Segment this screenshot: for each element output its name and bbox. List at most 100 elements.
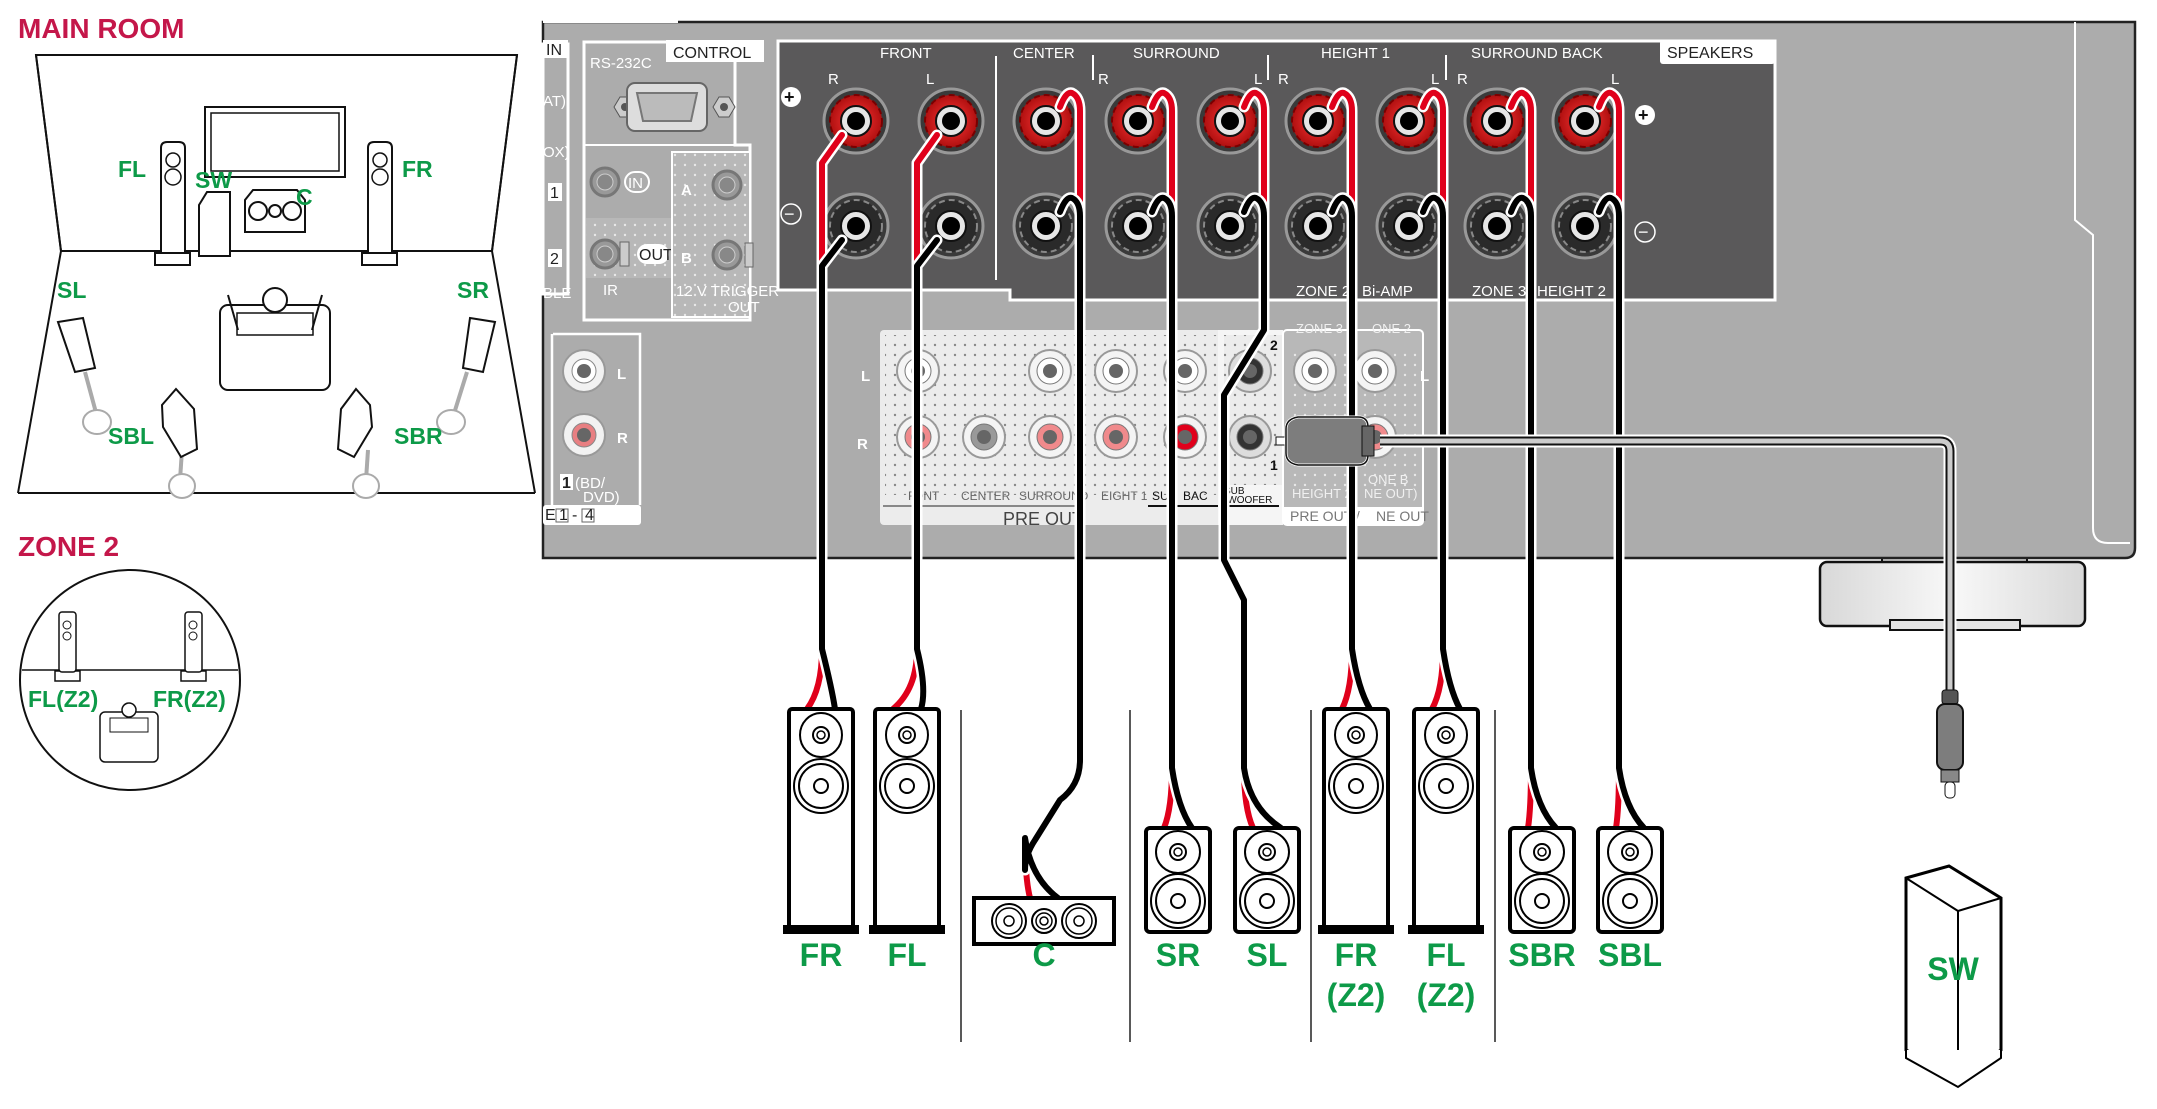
subwoofer-num-2: 2	[1270, 337, 1278, 353]
pre-out-title: PRE OUT	[1003, 509, 1083, 529]
speaker-label-sl: SL	[1247, 937, 1288, 973]
zone2-title: ZONE 2	[18, 531, 119, 562]
zone2-label-fl: FL(Z2)	[28, 686, 98, 712]
room-speaker-c-icon	[244, 189, 306, 233]
zone2-l-jack[interactable]	[1353, 349, 1397, 393]
minus-icon	[780, 203, 802, 225]
speaker-label-sbr: SBR	[1508, 937, 1576, 973]
audio-in-range-b: 4	[585, 507, 594, 524]
room-speaker-sbl-icon	[160, 387, 199, 499]
speaker-sbl-icon	[1596, 826, 1664, 934]
group-label-center: CENTER	[1013, 45, 1075, 62]
subwoofer-cable	[1275, 415, 1957, 690]
terminal-front-l-minus[interactable]	[917, 192, 985, 260]
pre-out-height1-r-jack[interactable]	[1094, 415, 1138, 459]
room-left-wall	[17, 54, 63, 494]
zone2-listener-icon	[99, 702, 159, 763]
audio-in-range-a: 1	[559, 507, 568, 524]
audio-in-frag-e: E	[545, 507, 556, 524]
room-label-sw: SW	[195, 167, 232, 193]
speaker-frz2-icon	[1318, 707, 1394, 934]
room-label-sl: SL	[57, 277, 86, 303]
plus-icon	[1635, 105, 1655, 125]
wire-positive	[1420, 89, 1446, 712]
pre-out-height1-l-jack[interactable]	[1094, 349, 1138, 393]
subwoofer-1-jack[interactable]	[1228, 415, 1272, 459]
speaker-wires	[801, 87, 1650, 904]
main-room-diagram: MAIN ROOM	[17, 13, 536, 499]
room-label-sr: SR	[457, 277, 489, 303]
speaker-label-flz2: FL	[1426, 937, 1465, 973]
zone3-height2-l-jack[interactable]	[1293, 349, 1337, 393]
wire-negative	[1596, 194, 1647, 831]
audio-in-bd-1: (BD/	[575, 475, 606, 492]
room-right-wall	[490, 54, 536, 494]
input-frag-box: OX)	[543, 144, 570, 161]
speaker-sbr-icon	[1508, 826, 1576, 934]
room-speaker-sr-icon	[436, 316, 497, 435]
speaker-label-sbl: SBL	[1598, 937, 1662, 973]
subwoofer-label-1: SUB	[1224, 486, 1245, 497]
wire-negative	[1508, 194, 1559, 831]
speakers-header: SPEAKERS	[1667, 45, 1753, 62]
room-speaker-sbr-icon	[336, 387, 380, 499]
wire-positive	[1221, 89, 1267, 831]
zoneb-label-1: ONE B	[1368, 472, 1408, 487]
room-label-fr: FR	[402, 156, 433, 182]
room-label-sbl: SBL	[108, 423, 154, 449]
room-label-sbr: SBR	[394, 423, 443, 449]
wire-positive	[1508, 89, 1534, 831]
ir-label: IR	[603, 282, 618, 299]
pre-out-label-height1: EIGHT 1	[1101, 489, 1148, 503]
wire-negative	[914, 237, 940, 712]
channel-label-height1-r: R	[1278, 71, 1289, 88]
zone2-label-fr: FR(Z2)	[153, 686, 226, 712]
pre-line-out-label-1: PRE OUT /	[1290, 508, 1360, 524]
speaker-c-icon	[972, 896, 1116, 946]
subwoofer-label-2: -WOOFER	[1224, 495, 1272, 506]
pre-out-label-bac: BAC	[1183, 489, 1208, 503]
wire-positive	[1596, 89, 1622, 831]
pre-out-center-jack[interactable]	[962, 415, 1006, 459]
subwoofer-num-1: 1	[1270, 457, 1278, 473]
ir-in-label: IN	[628, 175, 643, 192]
trigger-label-1: 12 V TRIGGER	[676, 283, 779, 300]
ir-out-label: OUT	[639, 247, 673, 264]
input-num-1: 1	[550, 185, 559, 202]
audio-in-section: L R 1 (BD/ DVD) E 1 - 4	[543, 332, 642, 525]
speaker-fl-icon	[869, 707, 945, 934]
trigger-b-label: B	[681, 250, 692, 267]
speaker-label-frz2: FR	[1335, 937, 1378, 973]
listener-sofa-icon	[219, 287, 331, 391]
group-label-surround-back: SURROUND BACK	[1471, 45, 1603, 62]
input-frag-ble: BLE	[543, 285, 571, 302]
wire-negative	[819, 237, 845, 712]
svg-text:−: −	[1638, 222, 1649, 242]
wire-positive	[1329, 89, 1355, 712]
zone3-label: ZONE 3	[1296, 321, 1343, 336]
wire-negative	[1329, 194, 1373, 712]
receiver-rear-panel: IN AT) OX) 1 2 BLE CONTROL RS-232C	[541, 15, 2137, 904]
speaker-sl-icon	[1233, 826, 1301, 934]
subwoofer-rca-plug	[1936, 689, 1964, 799]
speaker-label-fl: FL	[887, 937, 926, 973]
group-label-front: FRONT	[880, 45, 932, 62]
control-section: CONTROL RS-232C IN OUT IR	[582, 40, 779, 322]
audio-in-l-label: L	[617, 366, 626, 383]
audio-in-range-dash: -	[572, 507, 577, 524]
trigger-a-label: A	[681, 182, 692, 199]
room-speaker-fl-icon	[154, 141, 191, 266]
pre-out-surround-l-jack[interactable]	[1028, 349, 1072, 393]
pre-out-label-center: CENTER	[961, 489, 1011, 503]
speaker-sr-icon	[1144, 826, 1212, 934]
plus-icon	[781, 87, 801, 107]
pre-out-surround-r-jack[interactable]	[1028, 415, 1072, 459]
group-label-height1: HEIGHT 1	[1321, 45, 1390, 62]
input-header: IN	[546, 42, 562, 59]
sub-label-zone3: ZONE 3	[1472, 283, 1526, 300]
rs232c-port[interactable]	[613, 82, 736, 132]
speaker-label-sw: SW	[1927, 951, 1979, 987]
room-label-fl: FL	[118, 156, 146, 182]
